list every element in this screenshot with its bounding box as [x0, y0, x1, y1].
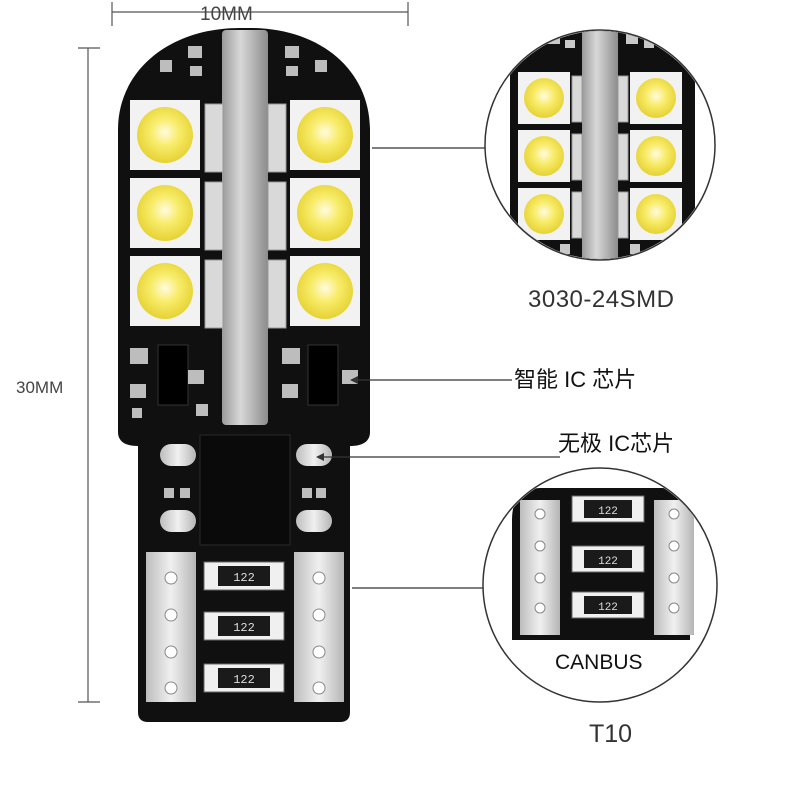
top-components: [160, 46, 327, 76]
resistor-code: 122: [233, 621, 255, 635]
contact-pad-left: [146, 552, 196, 702]
zoom-circle-canbus: 122 122 122: [482, 467, 718, 703]
led-chip: [130, 178, 200, 248]
led-chip: [130, 100, 200, 170]
side-led-chips: [204, 103, 287, 329]
resistor: 122: [203, 611, 285, 641]
led-chip: [290, 100, 360, 170]
smart-ic-label: 智能 IC 芯片: [514, 367, 637, 392]
led-type-label: 3030-24SMD: [528, 286, 675, 313]
smart-ic-area: [130, 344, 358, 418]
led-chip: [290, 256, 360, 326]
width-dimension: [111, 2, 409, 26]
led-chip: [290, 178, 360, 248]
resistor-code: 122: [598, 556, 618, 568]
arrowhead: [316, 453, 324, 461]
resistor-code: 122: [233, 571, 255, 585]
led-chip: [130, 256, 200, 326]
model-label: T10: [589, 720, 633, 748]
nonpolar-ic-label: 无极 IC芯片: [558, 431, 675, 456]
resistor-code: 122: [233, 673, 255, 687]
height-dimension: [78, 47, 100, 703]
resistor: 122: [203, 561, 285, 591]
nonpolar-ic-area: [160, 434, 332, 546]
resistor-code: 122: [598, 602, 618, 614]
resistor: 122: [203, 663, 285, 693]
center-heat-strip: [222, 30, 268, 425]
zoom-circle-leds: [484, 29, 716, 261]
width-dimension-label: 10MM: [200, 4, 253, 25]
height-dimension-label: 30MM: [16, 378, 64, 397]
resistor-code: 122: [598, 506, 618, 518]
arrowhead: [350, 376, 358, 384]
contact-pad-right: [294, 552, 344, 702]
canbus-label: CANBUS: [555, 651, 643, 674]
